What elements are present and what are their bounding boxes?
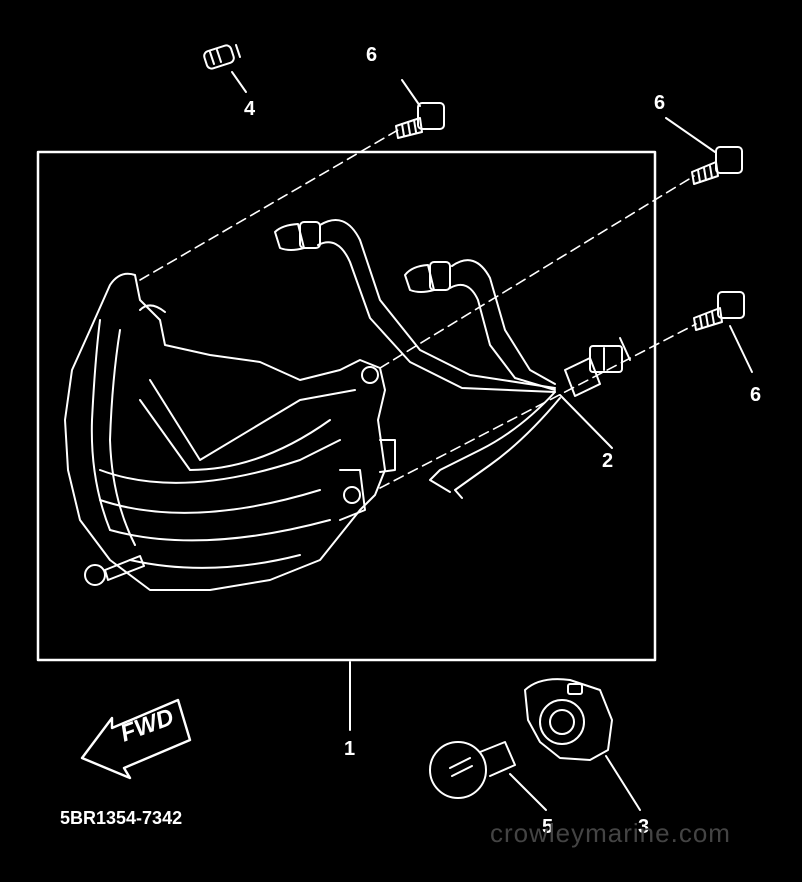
leader-5: [509, 773, 547, 811]
watermark: crowleymarine.com: [490, 818, 731, 848]
callout-4: 4: [244, 98, 256, 120]
callout-6-top: 6: [366, 44, 378, 66]
callout-2: 2: [602, 450, 614, 472]
wire-harness: [274, 219, 561, 499]
callout-6-right-upper: 6: [654, 92, 666, 114]
headlight-housing: [64, 272, 396, 591]
assembly-frame: [36, 150, 657, 662]
leader-3: [605, 755, 641, 811]
screw-housing: [84, 555, 145, 586]
callout-3: 3: [638, 816, 650, 838]
part-number: 5BR1354-7342: [60, 808, 183, 828]
bulb-4: [203, 44, 241, 70]
leader-2: [559, 394, 613, 449]
bulb-5: [429, 741, 516, 799]
screw-6-top: [395, 102, 445, 139]
connector-2: [564, 337, 631, 397]
callout-6-right-lower: 6: [750, 384, 762, 406]
leader-4: [231, 71, 247, 93]
screw-6-right-lower: [693, 291, 745, 331]
callout-1: 1: [344, 738, 356, 760]
screw-6-right-upper: [691, 146, 743, 185]
callout-5: 5: [542, 816, 554, 838]
fwd-arrow: [80, 698, 192, 780]
socket-3: [524, 678, 613, 761]
